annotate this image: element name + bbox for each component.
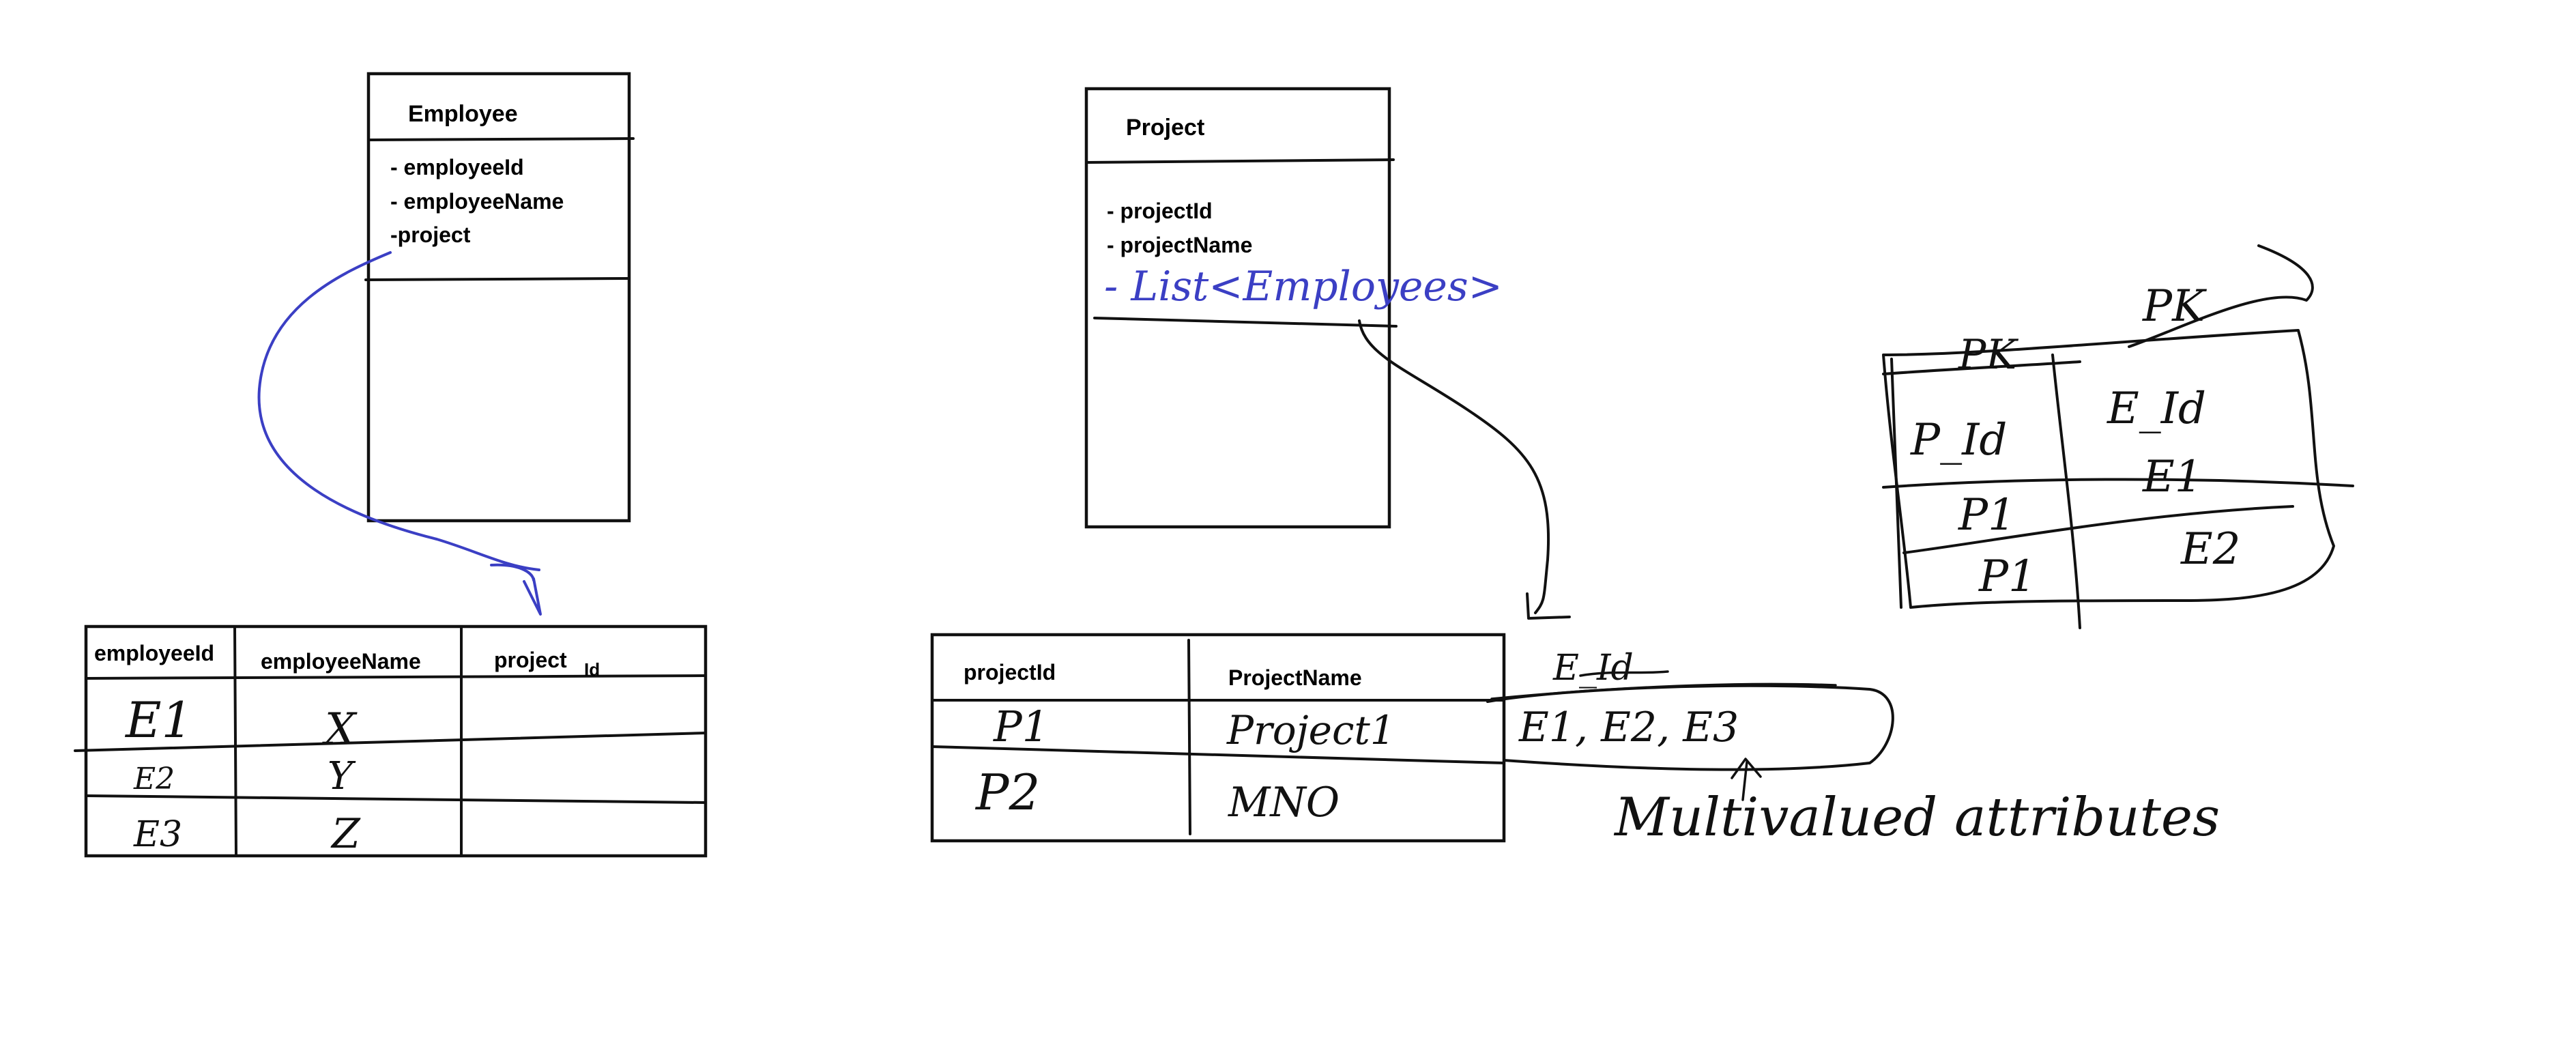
employee-class-divider-top (367, 137, 635, 141)
multivalued-arrow (1731, 758, 1762, 801)
multivalued-label: Multivalued attributes (1613, 787, 2220, 848)
junction-table-col-line (2051, 354, 2081, 629)
project-attr-id: - projectId (1107, 199, 1213, 223)
junction-table-left-edge (1890, 358, 1902, 609)
project-attr-employees-list: - List<Employees> (1104, 263, 1503, 311)
project-class-title: Project (1126, 115, 1204, 141)
project-class-divider-top (1085, 158, 1395, 164)
junction-row-2-col-2: E1 (2142, 452, 2202, 502)
project-attr-arrow-curve (257, 251, 540, 571)
employee-class-frame (366, 72, 631, 523)
employees-list-arrow (1358, 319, 1571, 620)
employee-attr-project: -project (390, 222, 471, 247)
employees-list-arrow-curve (1358, 319, 1550, 614)
project-table: projectId ProjectName P1 Project1 P2 MNO (930, 633, 1506, 843)
employees-list-arrow-end (1526, 592, 1571, 620)
project-table-col-line (1187, 639, 1191, 835)
junction-table-header-line-left (1882, 360, 2081, 375)
junction-row-3-col-1: P1 (1978, 551, 2036, 602)
multivalued-values: E1, E2, E3 (1518, 704, 1739, 751)
employee-class-divider-bottom (364, 277, 631, 281)
multivalued-column-sketch: E_Id E1, E2, E3 Multivalued attributes (1486, 648, 2220, 848)
employee-table-header-id: employeeId (94, 641, 214, 665)
project-class-box: Project - projectId - projectName - List… (1084, 87, 1503, 529)
project-row-1-id: P1 (993, 702, 1049, 751)
junction-row-1-col-1: P_Id (1910, 415, 2007, 465)
employee-table-header-project: project (494, 648, 567, 672)
e-id-label: E_Id (1552, 648, 1634, 689)
multivalued-cell-top-line (1490, 682, 1837, 700)
employee-row-1-name: X (321, 704, 358, 755)
employee-table-header-project-suffix: Id (584, 659, 600, 680)
junction-row-3-col-2: E2 (2180, 524, 2240, 575)
project-attr-name: - projectName (1107, 233, 1252, 257)
employee-class-box: Employee - employeeId - employeeName -pr… (364, 72, 635, 523)
employee-attr-name: - employeeName (390, 189, 564, 214)
junction-table-row-line-1 (1882, 478, 2354, 489)
junction-header-pk-1: PK (1958, 331, 2018, 379)
project-table-header-id: projectId (964, 660, 1056, 685)
employee-class-title: Employee (408, 101, 518, 127)
junction-table-header-scribble (2128, 244, 2314, 348)
employee-attr-id: - employeeId (390, 155, 524, 179)
employee-table-header-line (85, 674, 707, 680)
project-row-2-name: MNO (1228, 779, 1340, 826)
employee-row-1-id: E1 (124, 691, 192, 749)
employee-table-header-name: employeeName (261, 649, 421, 674)
project-attr-arrow (257, 251, 542, 616)
project-table-row-line (931, 745, 1505, 764)
e-id-strikethrough (1579, 670, 1669, 677)
employee-row-3-id: E3 (133, 814, 182, 855)
employee-table: employeeId employeeName project Id E1 X … (74, 624, 708, 858)
project-attr-arrow-head (490, 563, 542, 616)
project-table-header-name: ProjectName (1228, 665, 1362, 690)
project-table-frame (930, 633, 1506, 843)
junction-row-1-col-2: E_Id (2107, 384, 2206, 434)
employee-row-2-name: Y (328, 754, 356, 798)
employee-table-row-line-1 (74, 732, 707, 752)
employee-table-row-line-2 (85, 794, 707, 804)
junction-header-pk-2: PK (2142, 281, 2207, 332)
employee-row-2-id: E2 (133, 762, 175, 796)
junction-row-2-col-1: P1 (1958, 490, 2016, 541)
employee-row-3-name: Z (330, 810, 361, 858)
junction-table-row-line-2 (1902, 505, 2294, 554)
employee-table-col-line-1 (233, 625, 237, 857)
junction-table-outline (1882, 329, 2335, 609)
junction-table-sketch: PK PK P_Id E_Id P1 E1 P1 E2 (1882, 244, 2354, 629)
project-row-1-name: Project1 (1226, 707, 1395, 753)
project-row-2-id: P2 (974, 764, 1040, 821)
project-class-divider-bottom (1093, 317, 1398, 328)
employee-table-frame (84, 624, 708, 858)
project-class-frame (1084, 87, 1391, 529)
